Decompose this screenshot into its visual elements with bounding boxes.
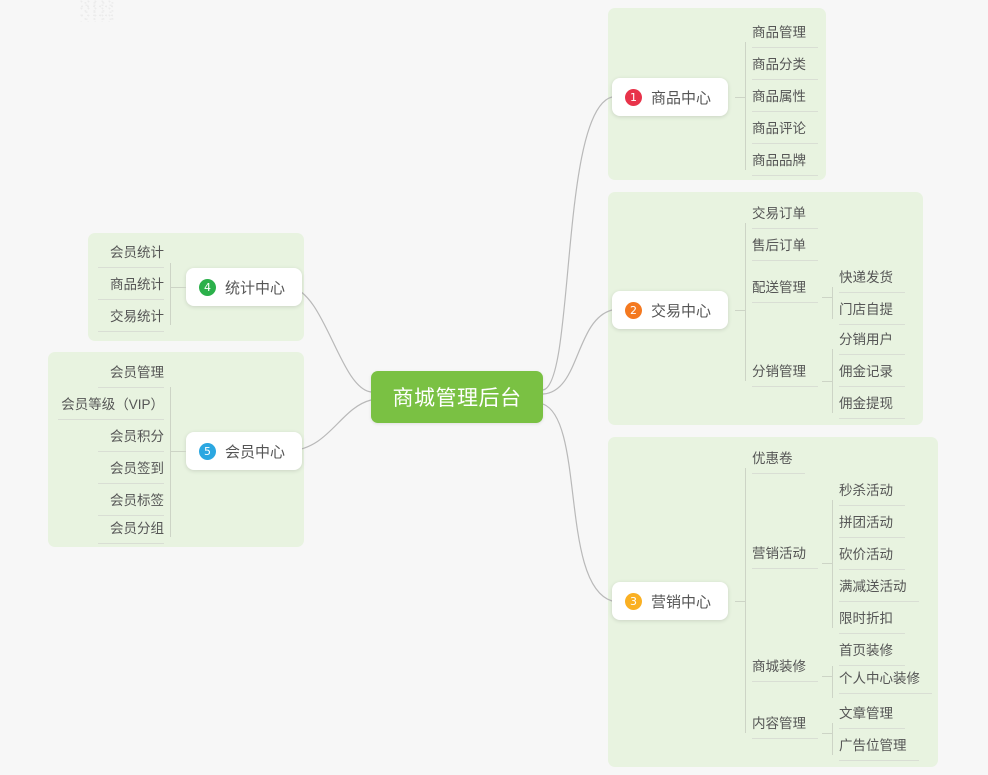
branch-node-marketing-center[interactable]: 3 营销中心 <box>612 582 729 620</box>
bracket-stub-marketing-center <box>735 601 745 602</box>
badge-icon-5: 5 <box>199 442 216 460</box>
node-homepage-decoration[interactable]: 首页装修 <box>839 641 905 666</box>
bracket-spine-marketing-center <box>745 468 746 733</box>
node-content-management[interactable]: 内容管理 <box>752 714 818 739</box>
node-member-management[interactable]: 会员管理 <box>98 363 164 388</box>
root-node[interactable]: 商城管理后台 <box>371 371 543 423</box>
node-member-group[interactable]: 会员分组 <box>98 519 164 544</box>
branch-node-trade-center[interactable]: 2 交易中心 <box>612 291 729 329</box>
node-product-statistics[interactable]: 商品统计 <box>98 275 164 300</box>
bracket-spine-distribution <box>832 349 833 413</box>
connector-root-to-trade-center <box>542 309 613 395</box>
node-member-level-vip[interactable]: 会员等级（VIP） <box>58 395 164 420</box>
node-flash-sale[interactable]: 秒杀活动 <box>839 481 905 506</box>
connector-root-to-product-center <box>542 96 613 391</box>
bracket-stub-mall-decoration <box>822 676 832 677</box>
bracket-stub-delivery <box>822 297 832 298</box>
node-product-management[interactable]: 商品管理 <box>752 23 818 48</box>
badge-icon-3: 3 <box>625 592 642 610</box>
bracket-spine-trade-center <box>745 223 746 381</box>
node-full-discount[interactable]: 满减送活动 <box>839 577 919 602</box>
badge-icon-2: 2 <box>625 301 642 319</box>
bracket-spine-statistics-center <box>170 263 171 325</box>
node-limited-discount[interactable]: 限时折扣 <box>839 609 905 634</box>
bracket-stub-marketing-activity <box>822 563 832 564</box>
node-article-management[interactable]: 文章管理 <box>839 704 905 729</box>
bracket-spine-mall-decoration <box>832 666 833 698</box>
node-member-tag[interactable]: 会员标签 <box>98 491 164 516</box>
node-express-shipping[interactable]: 快递发货 <box>839 268 905 293</box>
connector-root-to-statistics-center <box>289 286 372 393</box>
branch-node-member-center[interactable]: 5 会员中心 <box>186 432 303 470</box>
branch-label-marketing-center: 营销中心 <box>651 593 712 611</box>
node-trade-statistics[interactable]: 交易统计 <box>98 307 164 332</box>
node-commission-record[interactable]: 佣金记录 <box>839 362 905 387</box>
node-product-attribute[interactable]: 商品属性 <box>752 87 818 112</box>
watermark-artifact <box>80 0 114 22</box>
node-distribution-user[interactable]: 分销用户 <box>839 330 905 355</box>
node-product-category[interactable]: 商品分类 <box>752 55 818 80</box>
bracket-stub-content-management <box>822 733 832 734</box>
node-mall-decoration[interactable]: 商城装修 <box>752 657 818 682</box>
node-trade-order[interactable]: 交易订单 <box>752 204 818 229</box>
node-product-review[interactable]: 商品评论 <box>752 119 818 144</box>
connector-root-to-member-center <box>289 399 372 452</box>
connector-root-to-marketing-center <box>542 403 613 602</box>
node-distribution-management[interactable]: 分销管理 <box>752 362 818 387</box>
bracket-spine-product-center <box>745 42 746 170</box>
bracket-stub-product-center <box>735 97 745 98</box>
bracket-stub-member-center <box>170 451 186 452</box>
bracket-stub-distribution <box>822 381 832 382</box>
node-personal-center-decoration[interactable]: 个人中心装修 <box>839 669 932 694</box>
branch-label-trade-center: 交易中心 <box>651 302 712 320</box>
node-product-brand[interactable]: 商品品牌 <box>752 151 818 176</box>
branch-node-product-center[interactable]: 1 商品中心 <box>612 78 729 116</box>
node-member-points[interactable]: 会员积分 <box>98 427 164 452</box>
badge-icon-4: 4 <box>199 278 216 296</box>
node-coupon[interactable]: 优惠卷 <box>752 449 805 474</box>
bracket-spine-delivery <box>832 287 833 319</box>
node-ad-slot-management[interactable]: 广告位管理 <box>839 736 919 761</box>
branch-label-product-center: 商品中心 <box>651 89 712 107</box>
branch-node-statistics-center[interactable]: 4 统计中心 <box>186 268 303 306</box>
node-marketing-activity[interactable]: 营销活动 <box>752 544 818 569</box>
node-delivery-management[interactable]: 配送管理 <box>752 278 818 303</box>
bracket-stub-statistics-center <box>170 287 186 288</box>
root-node-label: 商城管理后台 <box>392 387 522 410</box>
bracket-spine-member-center <box>170 387 171 537</box>
node-group-buy[interactable]: 拼团活动 <box>839 513 905 538</box>
node-bargain-activity[interactable]: 砍价活动 <box>839 545 905 570</box>
branch-label-member-center: 会员中心 <box>225 443 286 461</box>
node-store-pickup[interactable]: 门店自提 <box>839 300 905 325</box>
node-commission-withdrawal[interactable]: 佣金提现 <box>839 394 905 419</box>
bracket-spine-marketing-activity <box>832 500 833 628</box>
bracket-stub-trade-center <box>735 310 745 311</box>
branch-label-statistics-center: 统计中心 <box>225 279 286 297</box>
node-aftersale-order[interactable]: 售后订单 <box>752 236 818 261</box>
bracket-spine-content-management <box>832 723 833 755</box>
node-member-statistics[interactable]: 会员统计 <box>98 243 164 268</box>
node-member-checkin[interactable]: 会员签到 <box>98 459 164 484</box>
badge-icon-1: 1 <box>625 88 642 106</box>
